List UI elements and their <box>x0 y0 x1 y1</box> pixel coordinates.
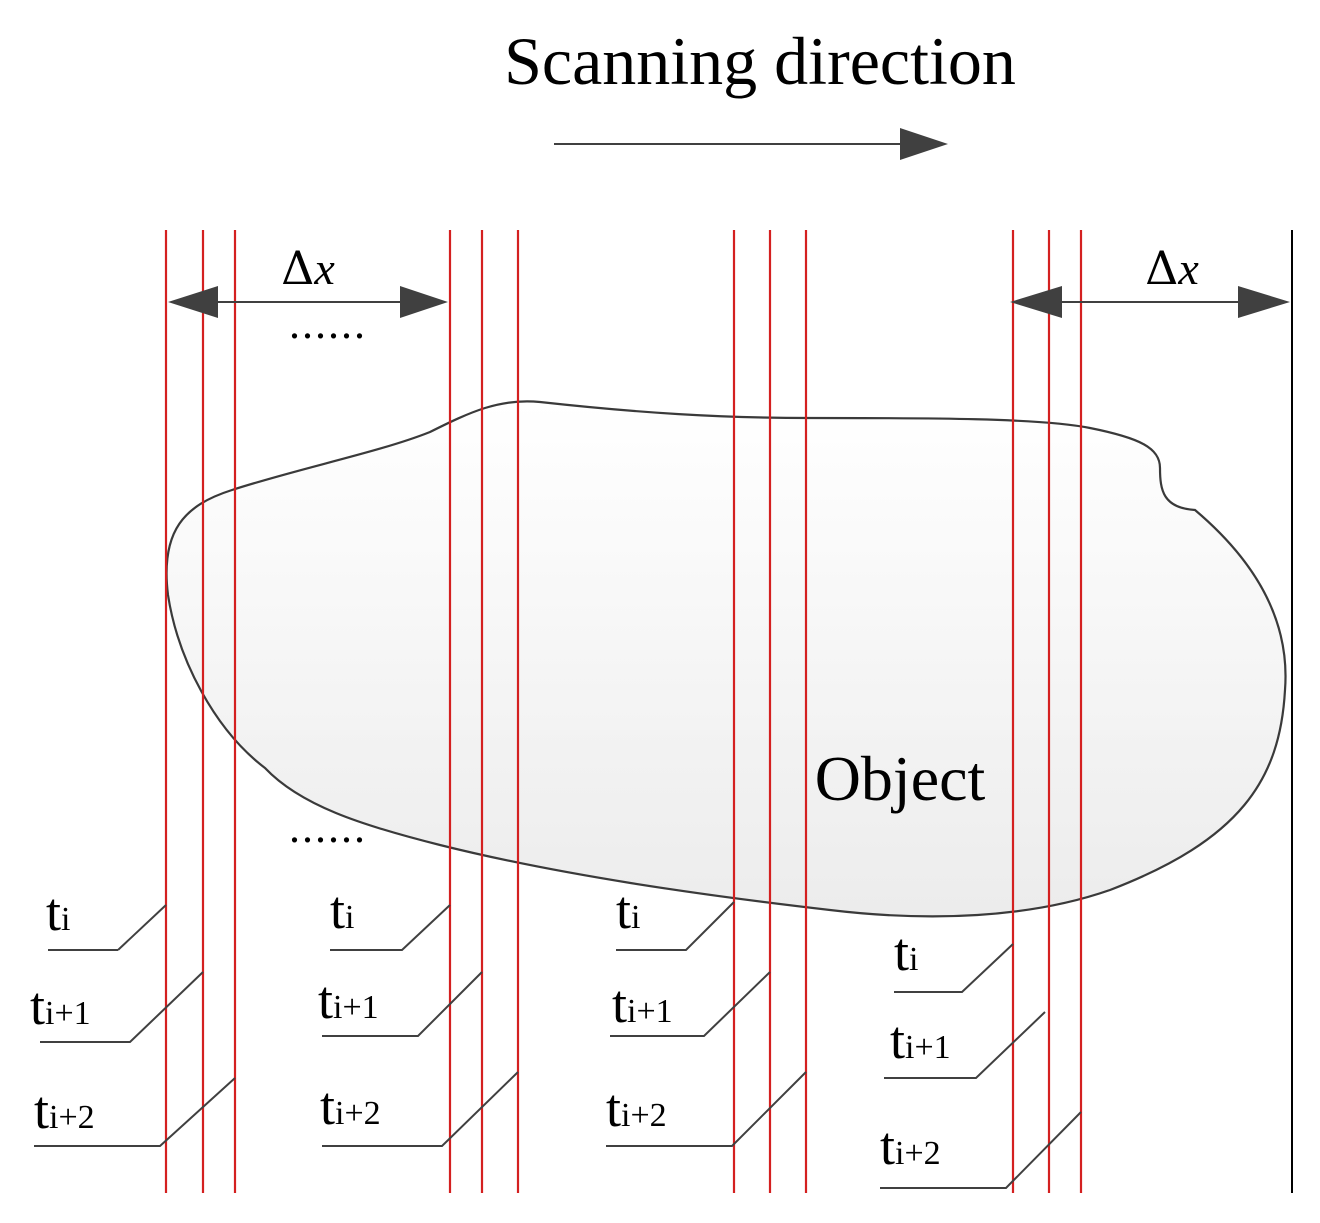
diagram-title: Scanning direction <box>504 23 1016 99</box>
delta-x-label-right: Δx <box>1145 241 1199 295</box>
time-label-ti: ti <box>616 880 640 940</box>
ellipsis-top: ...... <box>289 299 367 348</box>
leader-line <box>330 904 451 951</box>
leader-line <box>322 971 483 1037</box>
time-label-ti: ti <box>46 882 70 942</box>
time-label-ti1: ti+1 <box>318 970 379 1030</box>
time-label-ti2: ti+2 <box>320 1076 381 1136</box>
leader-line <box>117 904 167 951</box>
leader-line <box>34 1077 236 1147</box>
leader-line <box>610 971 771 1037</box>
time-label-ti2: ti+2 <box>34 1080 95 1140</box>
ellipsis-bottom: ...... <box>289 803 367 852</box>
leader-line <box>322 1071 519 1147</box>
leader-lines <box>34 901 1082 1189</box>
scan-line-group-4 <box>1011 230 1083 1193</box>
leader-line <box>40 971 204 1043</box>
time-label-ti2: ti+2 <box>880 1116 941 1176</box>
delta-x-label-left: Δx <box>281 241 335 295</box>
leader-line <box>880 1111 1082 1189</box>
object-shape <box>165 400 1287 918</box>
leader-line <box>606 1071 807 1147</box>
scan-line-group-1 <box>164 230 237 1193</box>
time-label-ti1: ti+1 <box>30 976 91 1036</box>
time-label-ti1: ti+1 <box>612 974 673 1034</box>
time-label-ti1: ti+1 <box>890 1010 951 1070</box>
leader-line <box>894 943 1014 993</box>
leader-line <box>616 901 735 951</box>
scanning-direction-arrow <box>554 128 948 160</box>
time-label-ti2: ti+2 <box>606 1078 667 1138</box>
delta-x-dimension-right: Δx <box>1010 241 1290 318</box>
time-label-ti: ti <box>330 880 354 940</box>
scan-line-group-2 <box>448 230 520 1193</box>
object-label: Object <box>815 743 986 814</box>
scan-line-group-3 <box>732 230 808 1193</box>
leader-line <box>884 1011 1046 1079</box>
time-label-ti: ti <box>894 922 918 982</box>
delta-x-dimension-left: Δx <box>168 241 448 318</box>
